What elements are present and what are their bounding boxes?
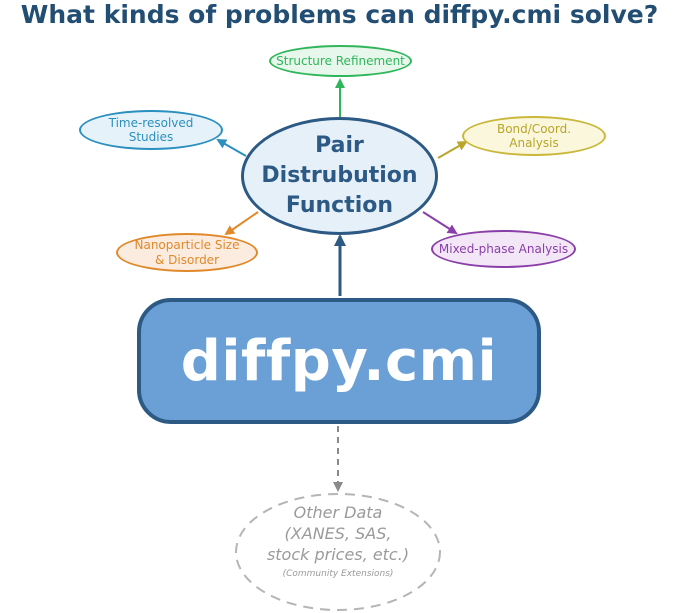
nanoparticle-node: Nanoparticle Size & Disorder [116, 233, 258, 272]
arrow-to-time-resolved [216, 139, 247, 157]
arrow-to-bond-coord [437, 141, 468, 159]
other-data-line1: Other Data [293, 503, 383, 522]
pdf-label-line2: Distrubution [261, 163, 418, 189]
page-title: What kinds of problems can diffpy.cmi so… [20, 0, 659, 29]
other-data-line3: stock prices, etc.) [266, 544, 410, 564]
mixed-phase-label: Mixed-phase Analysis [438, 241, 569, 256]
arrow-to-nanoparticle [224, 211, 259, 236]
nanoparticle-label-line1: Nanoparticle Size [134, 238, 240, 253]
structure-refinement-node: Structure Refinement [269, 45, 412, 77]
mixed-phase-node: Mixed-phase Analysis [431, 230, 576, 268]
pdf-label-line1: Pair [315, 133, 364, 159]
structure-refinement-label: Structure Refinement [276, 53, 405, 68]
bond-coord-node: Bond/Coord. Analysis [462, 116, 606, 156]
diffpy-cmi-core-box: diffpy.cmi [137, 298, 541, 424]
time-resolved-label-line2: Studies [128, 130, 174, 144]
bond-coord-label-line2: Analysis [509, 136, 559, 150]
nanoparticle-label-line2: & Disorder [155, 252, 219, 267]
diffpy-cmi-label: diffpy.cmi [180, 328, 498, 394]
other-data-outline [235, 493, 441, 611]
other-data-line2: (XANES, SAS, [284, 523, 392, 543]
other-data-node: Other Data (XANES, SAS, stock prices, et… [236, 503, 440, 581]
arrow-to-mixed-phase [422, 211, 458, 235]
pdf-center-node: Pair Distrubution Function [241, 117, 438, 235]
time-resolved-label-line1: Time-resolved [108, 115, 194, 130]
pdf-label-line3: Function [285, 192, 394, 218]
bond-coord-label-line1: Bond/Coord. [496, 121, 572, 136]
time-resolved-node: Time-resolved Studies [79, 110, 223, 150]
other-data-note: (Community Extensions) [282, 569, 394, 580]
